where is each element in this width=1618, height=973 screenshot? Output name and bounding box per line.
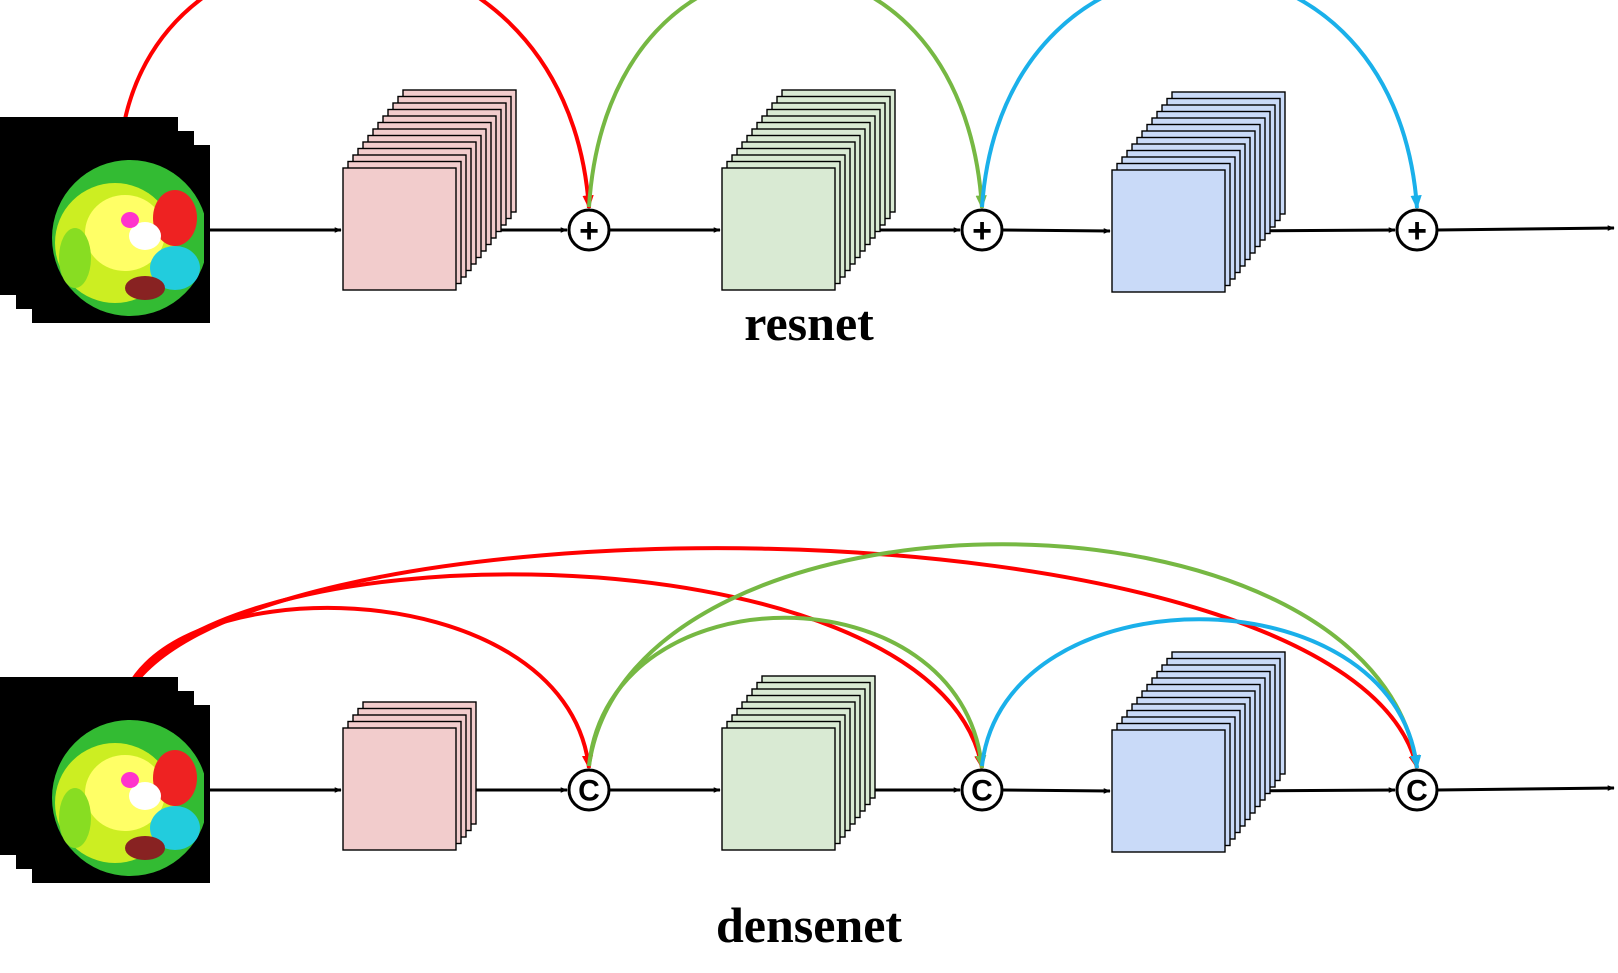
concat-op-3: C bbox=[1395, 768, 1439, 812]
concat-op-1: C bbox=[567, 768, 611, 812]
skip-connection-op-1-to-op-3 bbox=[587, 542, 1421, 770]
add-op-1: + bbox=[567, 208, 611, 252]
conv-block-2-feature-map bbox=[721, 167, 836, 291]
op-symbol: + bbox=[1407, 212, 1427, 250]
skip-connection-op-2-to-op-3 bbox=[980, 0, 1422, 210]
resnet-diagram bbox=[0, 89, 1615, 323]
skip-connection-input-image-to-op-2 bbox=[118, 572, 986, 770]
skip-connection-op-1-to-op-2 bbox=[587, 0, 987, 210]
conv-block-1 bbox=[342, 701, 477, 851]
flow-arrow bbox=[1001, 788, 1111, 794]
skip-connection-op-2-to-op-3 bbox=[980, 617, 1422, 770]
conv-block-1-feature-map bbox=[342, 167, 457, 291]
skip-connection-input-image-to-op-1 bbox=[118, 605, 594, 770]
output-arrow bbox=[1436, 225, 1615, 232]
input-image-slice bbox=[32, 705, 210, 883]
op-symbol: + bbox=[972, 212, 992, 250]
input-image-slice bbox=[32, 145, 210, 323]
skip-connection-input-image-to-op-1 bbox=[118, 0, 594, 210]
conv-block-3 bbox=[1111, 651, 1286, 853]
op-symbol: + bbox=[579, 212, 599, 250]
flow-arrow bbox=[1001, 228, 1111, 234]
conv-block-2-feature-map bbox=[721, 727, 836, 851]
conv-block-3-feature-map bbox=[1111, 729, 1226, 853]
conv-block-1-feature-map bbox=[342, 727, 457, 851]
op-symbol: C bbox=[1406, 775, 1428, 808]
densenet-caption: densenet bbox=[716, 897, 902, 953]
conv-block-3 bbox=[1111, 91, 1286, 293]
densenet-diagram bbox=[0, 651, 1615, 883]
conv-block-2 bbox=[721, 675, 876, 851]
conv-block-3-feature-map bbox=[1111, 169, 1226, 293]
conv-block-1 bbox=[342, 89, 517, 291]
resnet-caption: resnet bbox=[744, 295, 874, 351]
concat-op-2: C bbox=[960, 768, 1004, 812]
add-op-2: + bbox=[960, 208, 1004, 252]
conv-block-2 bbox=[721, 89, 896, 291]
op-symbol: C bbox=[578, 775, 600, 808]
skip-connection-input-image-to-op-3 bbox=[118, 546, 1420, 770]
add-op-3: + bbox=[1395, 208, 1439, 252]
output-arrow bbox=[1436, 785, 1615, 792]
op-symbol: C bbox=[971, 775, 993, 808]
